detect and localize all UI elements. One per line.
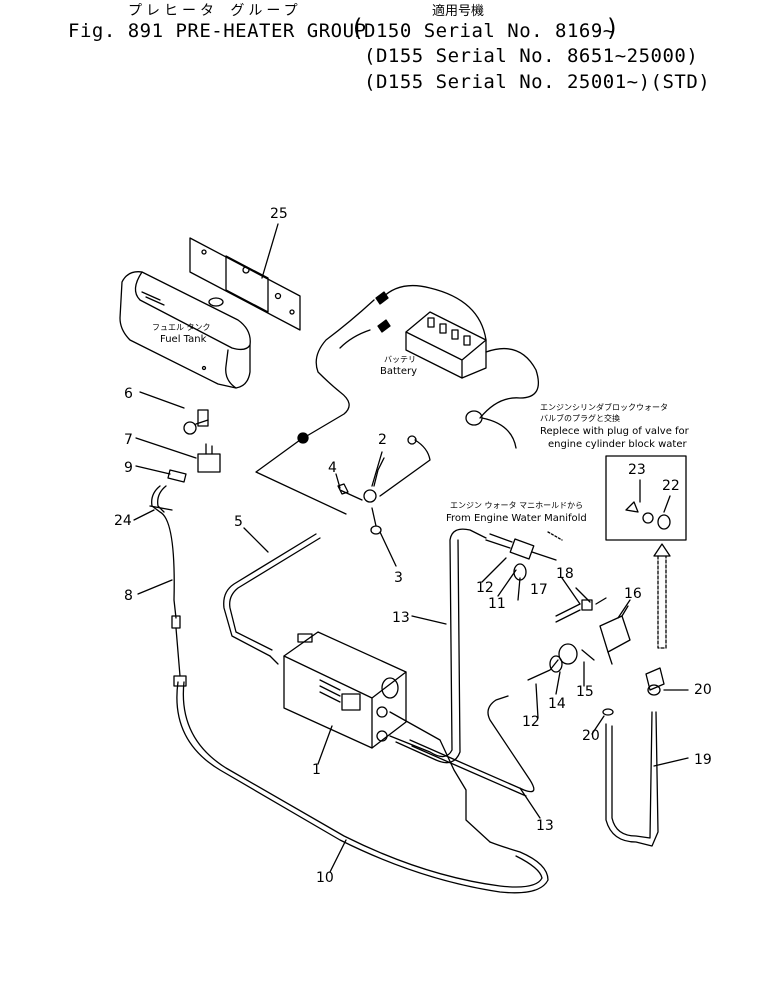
- callout-8: 8: [124, 588, 133, 604]
- jp-applicable-label: 適用号機: [432, 4, 485, 19]
- serial-range-2: (D155 Serial No. 8651~25000): [364, 45, 699, 67]
- bracket-plate-25: [189, 237, 301, 331]
- engine-block-note-1: Replece with plug of valve for: [540, 426, 690, 437]
- callout-4: 4: [328, 460, 337, 476]
- callout-23: 23: [628, 462, 646, 478]
- engine-block-note-jp-1: エンジンシリンダブロックウォータ: [540, 402, 668, 412]
- callout-20b: 20: [582, 728, 600, 744]
- callout-16: 16: [624, 586, 642, 602]
- battery: [405, 311, 487, 379]
- callout-13a: 13: [392, 610, 410, 626]
- battery-label: Battery: [380, 366, 417, 377]
- manifold-note: From Engine Water Manifold: [446, 513, 587, 524]
- fuel-valve-6: [183, 409, 209, 435]
- callout-7: 7: [124, 432, 133, 448]
- callout-1: 1: [312, 762, 321, 778]
- serial-bracket-close: ): [605, 14, 620, 42]
- callout-10: 10: [316, 870, 334, 886]
- serial-range-1: D150 Serial No. 8169~: [364, 20, 615, 42]
- block-7: [197, 453, 221, 473]
- pre-heater-unit-1: [283, 631, 407, 749]
- callout-5: 5: [234, 514, 243, 530]
- callout-12b: 12: [522, 714, 540, 730]
- callout-24: 24: [114, 513, 132, 529]
- callout-15: 15: [576, 684, 594, 700]
- battery-label-jp: バッテリ: [384, 355, 416, 364]
- callout-22: 22: [662, 478, 680, 494]
- engine-block-note-jp-2: バルブのプラグと交換: [540, 413, 620, 423]
- callout-18: 18: [556, 566, 574, 582]
- callout-19: 19: [694, 752, 712, 768]
- callout-20a: 20: [694, 682, 712, 698]
- callout-3: 3: [394, 570, 403, 586]
- fuel-tank-label: Fuel Tank: [160, 334, 207, 345]
- manifold-note-jp: エンジン ウォータ マニホールドから: [450, 501, 583, 510]
- jp-title: プレヒータ グループ: [128, 3, 302, 19]
- engine-block-inset: [605, 455, 687, 541]
- callout-12a: 12: [476, 580, 494, 596]
- callout-2: 2: [378, 432, 387, 448]
- callout-25: 25: [270, 206, 288, 222]
- callout-14: 14: [548, 696, 566, 712]
- fuel-tank: [119, 271, 251, 389]
- callout-6: 6: [124, 386, 133, 402]
- engine-block-note-2: engine cylinder block water: [548, 439, 687, 450]
- callout-9: 9: [124, 460, 133, 476]
- figure-title: Fig. 891 PRE-HEATER GROUP: [68, 20, 367, 42]
- callout-17: 17: [530, 582, 548, 598]
- callout-11: 11: [488, 596, 506, 612]
- callout-13b: 13: [536, 818, 554, 834]
- fuel-tank-label-jp: フュエル タンク: [152, 323, 211, 332]
- serial-range-3: (D155 Serial No. 25001~)(STD): [364, 71, 711, 93]
- serial-bracket-open: (: [350, 14, 365, 42]
